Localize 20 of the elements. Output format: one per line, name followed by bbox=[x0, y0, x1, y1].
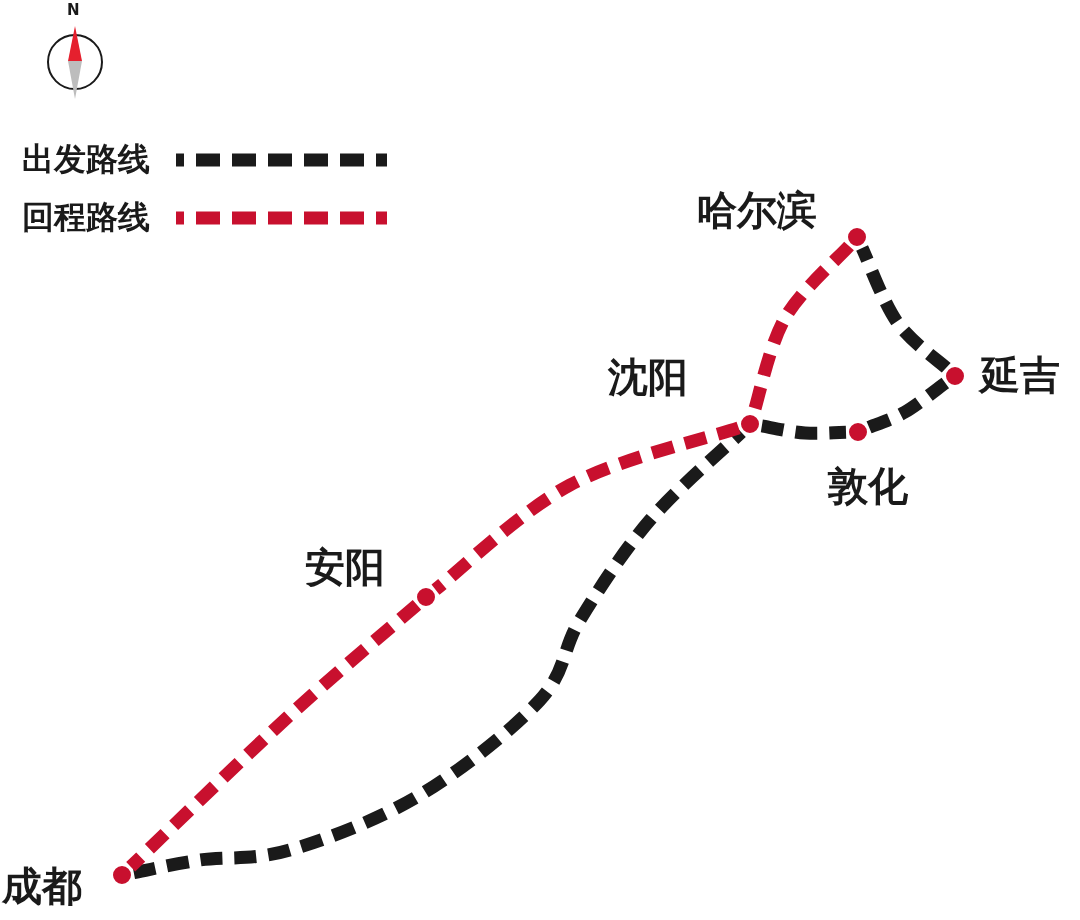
route-line bbox=[126, 599, 422, 872]
route-line bbox=[431, 421, 741, 595]
city-label: 安阳 bbox=[305, 547, 385, 587]
city-dot bbox=[846, 226, 868, 248]
city-label: 哈尔滨 bbox=[697, 190, 817, 230]
city-dot bbox=[944, 365, 966, 387]
city-label: 延吉 bbox=[980, 355, 1060, 395]
legend-label: 回程路线 bbox=[22, 201, 150, 233]
route-line bbox=[760, 419, 847, 440]
city-dot bbox=[415, 586, 437, 608]
city-label: 沈阳 bbox=[608, 357, 688, 397]
city-dot bbox=[739, 413, 761, 435]
legend-label: 出发路线 bbox=[22, 143, 150, 175]
city-label: 成都 bbox=[2, 866, 82, 906]
route-line bbox=[866, 377, 950, 434]
city-label: 敦化 bbox=[828, 466, 908, 506]
north-label: N bbox=[67, 3, 80, 18]
route-line bbox=[856, 245, 951, 373]
city-dot bbox=[111, 864, 133, 886]
city-dot bbox=[847, 421, 869, 443]
